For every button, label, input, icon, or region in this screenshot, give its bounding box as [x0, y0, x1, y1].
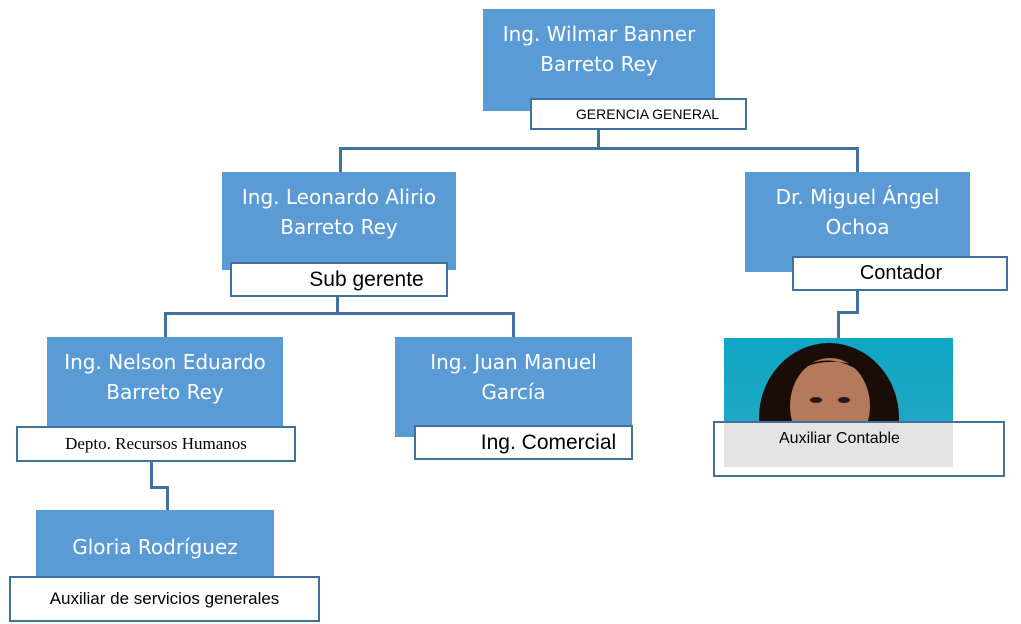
connector-to-rrhh: [164, 312, 167, 337]
role-text: GERENCIA GENERAL: [575, 106, 720, 122]
node-name: Dr. Miguel Ángel Ochoa: [775, 185, 940, 239]
role-text: Auxiliar Contable: [779, 430, 900, 447]
node-contador: Dr. Miguel Ángel Ochoa: [745, 172, 970, 272]
node-name: Ing. Nelson Eduardo Barreto Rey: [64, 350, 266, 404]
role-text: Contador: [859, 262, 943, 284]
role-label-gerencia-general: GERENCIA GENERAL: [530, 98, 747, 130]
connector-to-contador: [856, 147, 859, 173]
connector-rrhh-down: [150, 460, 153, 488]
role-label-rrhh: Depto. Recursos Humanos: [16, 426, 296, 462]
connector-contador-down: [856, 290, 859, 312]
node-name: Gloria Rodríguez: [72, 535, 238, 559]
connector-to-servicios: [166, 486, 169, 510]
connector-to-subgerente: [339, 147, 342, 173]
node-name: Ing. Leonardo Alirio Barreto Rey: [241, 185, 437, 239]
node-comercial: Ing. Juan Manuel García: [395, 337, 632, 437]
role-label-subgerente: Sub gerente: [230, 262, 448, 297]
role-label-aux-contable: Auxiliar Contable: [713, 421, 1005, 477]
connector-subgerente-down: [336, 296, 339, 314]
node-gerencia-general: Ing. Wilmar Banner Barreto Rey: [483, 9, 715, 111]
role-text: Ing. Comercial: [480, 430, 617, 454]
node-rrhh: Ing. Nelson Eduardo Barreto Rey: [47, 337, 283, 437]
connector-root-down: [597, 126, 600, 148]
role-label-fill: [724, 423, 953, 467]
connector-level2-horizontal: [164, 312, 515, 315]
node-name: Ing. Wilmar Banner Barreto Rey: [502, 22, 696, 76]
role-text: Depto. Recursos Humanos: [65, 434, 247, 453]
node-subgerente: Ing. Leonardo Alirio Barreto Rey: [222, 172, 456, 270]
connector-contador-elbow: [837, 311, 859, 314]
connector-to-aux-contable: [837, 311, 840, 338]
role-label-servicios: Auxiliar de servicios generales: [9, 576, 320, 622]
connector-rrhh-elbow: [150, 486, 169, 489]
connector-level1-horizontal: [339, 147, 859, 150]
role-text: Sub gerente: [309, 267, 424, 291]
connector-to-comercial: [512, 312, 515, 337]
role-text: Auxiliar de servicios generales: [49, 589, 280, 608]
node-name: Ing. Juan Manuel García: [430, 350, 597, 404]
role-label-comercial: Ing. Comercial: [414, 425, 633, 460]
role-label-contador: Contador: [792, 256, 1008, 291]
